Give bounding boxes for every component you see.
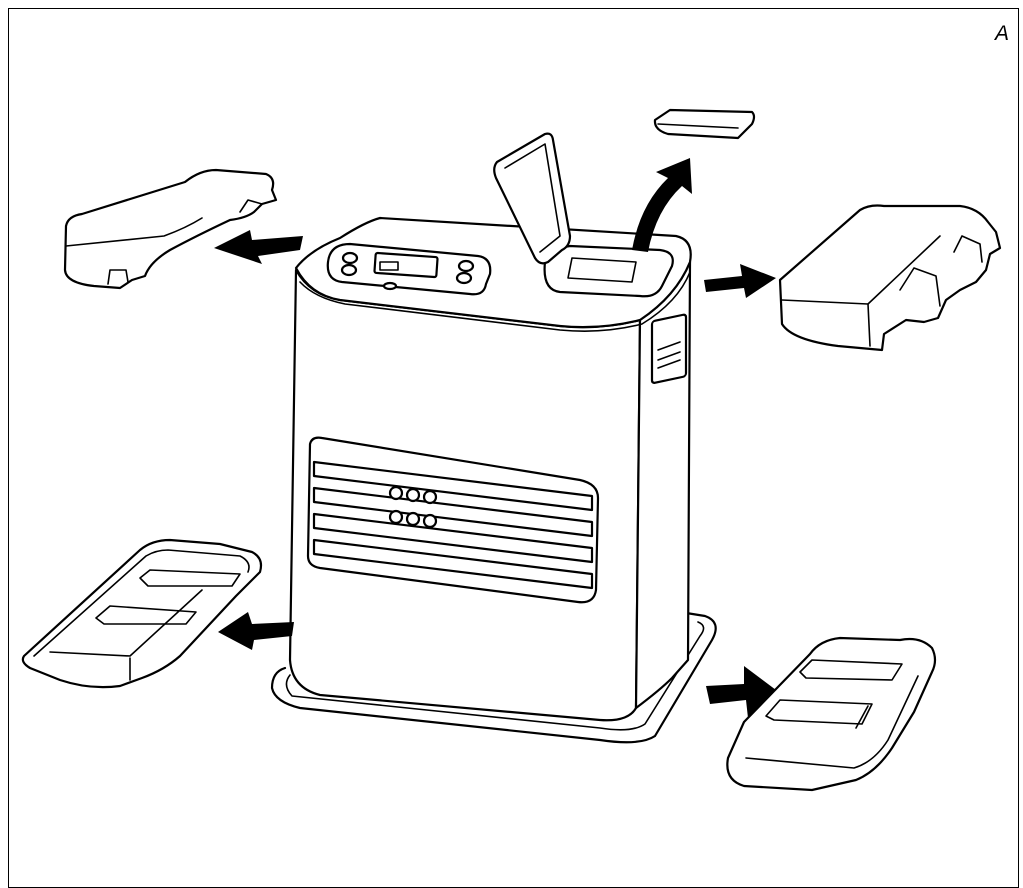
left-top-cover <box>63 168 278 290</box>
arrow-right-icon <box>704 264 776 298</box>
arrow-left-icon <box>218 612 294 650</box>
tank-cap <box>653 108 756 140</box>
right-top-cover <box>778 204 1002 352</box>
arrow-left-icon <box>214 230 303 264</box>
button-icon <box>382 281 398 291</box>
dial-icon <box>422 513 438 529</box>
control-panel <box>326 242 492 296</box>
right-foot <box>726 636 937 792</box>
dial-icon <box>388 485 404 501</box>
left-foot <box>21 538 263 689</box>
dial-icon <box>405 487 421 503</box>
button-icon <box>340 263 358 277</box>
dial-icon <box>388 509 404 525</box>
tank-opening <box>543 244 674 298</box>
button-icon <box>457 259 475 273</box>
dial-icon <box>422 489 438 505</box>
button-icon <box>455 271 473 285</box>
front-window <box>306 436 600 604</box>
figure-label: A <box>994 22 1009 45</box>
lift-arrow-icon <box>632 158 692 252</box>
button-icon <box>341 251 359 265</box>
arrow-right-icon <box>706 666 776 718</box>
dial-icon <box>405 511 421 527</box>
open-lid <box>493 132 572 265</box>
